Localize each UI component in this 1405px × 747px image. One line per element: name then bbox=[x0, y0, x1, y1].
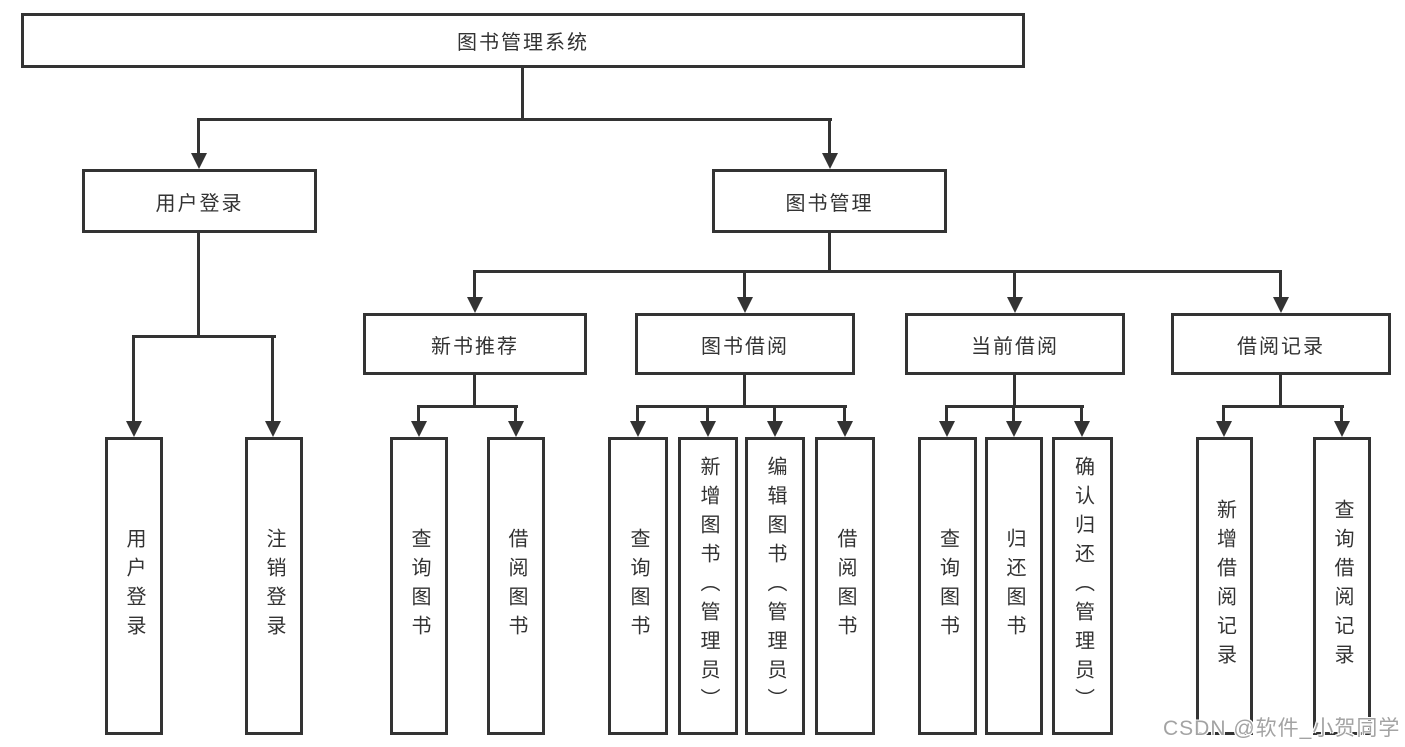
node-leaf-cu-return: 归还图书 bbox=[985, 437, 1043, 735]
arrow-head bbox=[1007, 297, 1023, 313]
connector-drop-records bbox=[1279, 270, 1282, 299]
connector-root-rail bbox=[197, 118, 832, 121]
connector-drop-bw-borrow bbox=[843, 405, 846, 423]
arrow-head bbox=[191, 153, 207, 169]
arrow-head bbox=[630, 421, 646, 437]
node-leaf-nb-query-label: 查询图书 bbox=[408, 528, 430, 644]
node-leaf-cu-confirm-label: 确认归还（管理员） bbox=[1071, 455, 1094, 717]
connector-drop-rc-add bbox=[1222, 405, 1225, 423]
arrow-head bbox=[1074, 421, 1090, 437]
node-leaf-nb-borrow: 借阅图书 bbox=[487, 437, 545, 735]
arrow-head bbox=[1273, 297, 1289, 313]
connector-drop-cu-confirm bbox=[1080, 405, 1083, 423]
arrow-head bbox=[467, 297, 483, 313]
connector-drop-cu-return bbox=[1012, 405, 1015, 423]
connector-newbook-rail bbox=[418, 405, 518, 408]
node-leaf-bw-add: 新增图书（管理员） bbox=[678, 437, 738, 735]
arrow-head bbox=[508, 421, 524, 437]
node-leaf-cu-return-label: 归还图书 bbox=[1003, 528, 1025, 644]
node-borrow: 图书借阅 bbox=[635, 313, 855, 375]
connector-root-stem bbox=[521, 68, 524, 118]
node-leaf-bw-query-label: 查询图书 bbox=[627, 528, 649, 644]
node-leaf-cu-query: 查询图书 bbox=[918, 437, 977, 735]
connector-drop-book-mgmt bbox=[828, 118, 831, 155]
node-leaf-nb-query: 查询图书 bbox=[390, 437, 448, 735]
connector-drop-bw-query bbox=[636, 405, 639, 423]
arrow-head bbox=[265, 421, 281, 437]
node-leaf-cu-query-label: 查询图书 bbox=[936, 528, 959, 644]
node-book-mgmt-label: 图书管理 bbox=[785, 192, 874, 215]
node-leaf-logout-label: 注销登录 bbox=[263, 528, 285, 644]
node-leaf-rc-query-label: 查询借阅记录 bbox=[1331, 499, 1353, 673]
arrow-head bbox=[1006, 421, 1022, 437]
node-current: 当前借阅 bbox=[905, 313, 1125, 375]
connector-drop-ul-login bbox=[132, 335, 135, 423]
node-leaf-user-login: 用户登录 bbox=[105, 437, 163, 735]
arrow-head bbox=[1334, 421, 1350, 437]
connector-drop-rc-query bbox=[1340, 405, 1343, 423]
arrow-head bbox=[767, 421, 783, 437]
node-book-mgmt: 图书管理 bbox=[712, 169, 947, 233]
connector-borrow-rail bbox=[637, 405, 847, 408]
node-leaf-bw-borrow-label: 借阅图书 bbox=[834, 528, 856, 644]
node-new-book-label: 新书推荐 bbox=[431, 335, 519, 358]
node-leaf-bw-edit: 编辑图书（管理员） bbox=[745, 437, 805, 735]
connector-drop-bw-add bbox=[706, 405, 709, 423]
connector-userlogin-stem bbox=[197, 233, 200, 335]
connector-userlogin-rail bbox=[133, 335, 276, 338]
connector-borrow-stem bbox=[743, 375, 746, 405]
node-records-label: 借阅记录 bbox=[1237, 335, 1325, 358]
node-leaf-nb-borrow-label: 借阅图书 bbox=[505, 528, 527, 644]
arrow-head bbox=[837, 421, 853, 437]
node-leaf-logout: 注销登录 bbox=[245, 437, 303, 735]
node-leaf-bw-query: 查询图书 bbox=[608, 437, 668, 735]
arrow-head bbox=[411, 421, 427, 437]
node-leaf-rc-add: 新增借阅记录 bbox=[1196, 437, 1253, 735]
node-borrow-label: 图书借阅 bbox=[701, 335, 789, 358]
connector-current-stem bbox=[1013, 375, 1016, 405]
node-records: 借阅记录 bbox=[1171, 313, 1391, 375]
connector-drop-nb-query bbox=[417, 405, 420, 423]
connector-drop-cu-query bbox=[945, 405, 948, 423]
connector-drop-nb-borrow bbox=[514, 405, 517, 423]
node-root: 图书管理系统 bbox=[21, 13, 1025, 68]
csdn-watermark: CSDN @软件_小贺同学 bbox=[1163, 717, 1401, 740]
arrow-head bbox=[126, 421, 142, 437]
connector-records-stem bbox=[1279, 375, 1282, 405]
connector-bookmgmt-stem bbox=[828, 233, 831, 270]
connector-drop-user-login bbox=[197, 118, 200, 155]
arrow-head bbox=[939, 421, 955, 437]
connector-bookmgmt-rail bbox=[474, 270, 1282, 273]
node-leaf-bw-add-label: 新增图书（管理员） bbox=[697, 455, 719, 717]
connector-newbook-stem bbox=[473, 375, 476, 405]
connector-drop-ul-logout bbox=[271, 335, 274, 423]
node-leaf-user-login-label: 用户登录 bbox=[123, 528, 145, 644]
node-user-login: 用户登录 bbox=[82, 169, 317, 233]
node-leaf-cu-confirm: 确认归还（管理员） bbox=[1052, 437, 1113, 735]
arrow-head bbox=[700, 421, 716, 437]
connector-records-rail bbox=[1223, 405, 1344, 408]
arrow-head bbox=[822, 153, 838, 169]
connector-drop-current bbox=[1013, 270, 1016, 299]
node-leaf-bw-edit-label: 编辑图书（管理员） bbox=[764, 455, 786, 717]
connector-current-rail bbox=[946, 405, 1084, 408]
node-leaf-rc-query: 查询借阅记录 bbox=[1313, 437, 1371, 735]
node-leaf-bw-borrow: 借阅图书 bbox=[815, 437, 875, 735]
node-leaf-rc-add-label: 新增借阅记录 bbox=[1213, 499, 1236, 673]
arrow-head bbox=[1216, 421, 1232, 437]
node-user-login-label: 用户登录 bbox=[155, 192, 244, 215]
node-root-label: 图书管理系统 bbox=[457, 32, 589, 54]
connector-drop-bw-edit bbox=[773, 405, 776, 423]
node-current-label: 当前借阅 bbox=[971, 335, 1059, 358]
connector-drop-new-book bbox=[473, 270, 476, 299]
arrow-head bbox=[737, 297, 753, 313]
connector-drop-borrow bbox=[743, 270, 746, 299]
node-new-book: 新书推荐 bbox=[363, 313, 587, 375]
